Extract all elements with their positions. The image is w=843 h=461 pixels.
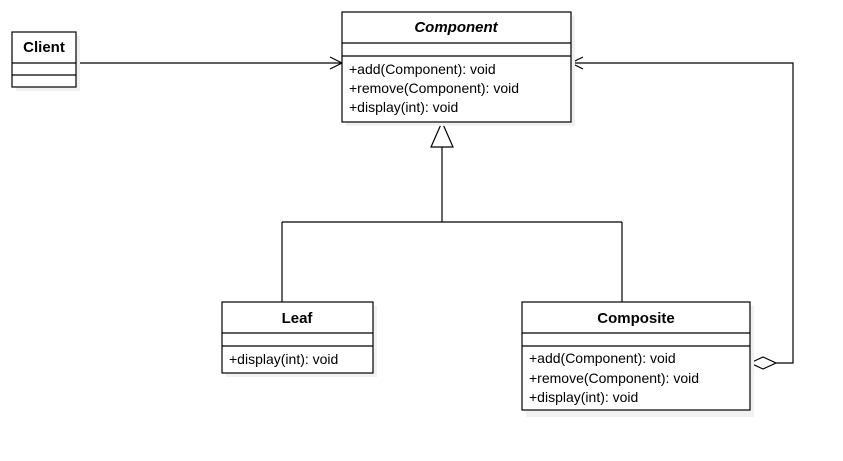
- aggregation-diamond-icon: [748, 356, 778, 370]
- method: +display(int): void: [229, 351, 338, 367]
- class-box: [221, 301, 374, 374]
- method: +display(int): void: [529, 389, 638, 405]
- method: +remove(Component): void: [529, 370, 699, 386]
- class-component: Component +add(Component): void +remove(…: [341, 11, 575, 126]
- class-leaf: Leaf +display(int): void: [221, 301, 377, 377]
- method: +remove(Component): void: [349, 80, 519, 96]
- class-composite: Composite +add(Component): void +remove(…: [521, 301, 754, 417]
- aggregation-line: [571, 62, 794, 364]
- method: +add(Component): void: [349, 61, 496, 77]
- class-box: [11, 31, 77, 88]
- class-client: Client: [11, 31, 80, 91]
- class-box: [521, 301, 751, 411]
- relations: [76, 56, 794, 370]
- class-name: Component: [414, 19, 498, 36]
- generalization-to-component: [281, 120, 623, 302]
- class-box: [341, 11, 572, 123]
- aggregation-composite-component: [569, 56, 794, 370]
- class-name: Leaf: [282, 310, 314, 327]
- method: +add(Component): void: [529, 350, 676, 366]
- class-name: Composite: [597, 310, 675, 327]
- association-client-component: [76, 56, 344, 70]
- class-name: Client: [23, 39, 65, 56]
- method: +display(int): void: [349, 99, 458, 115]
